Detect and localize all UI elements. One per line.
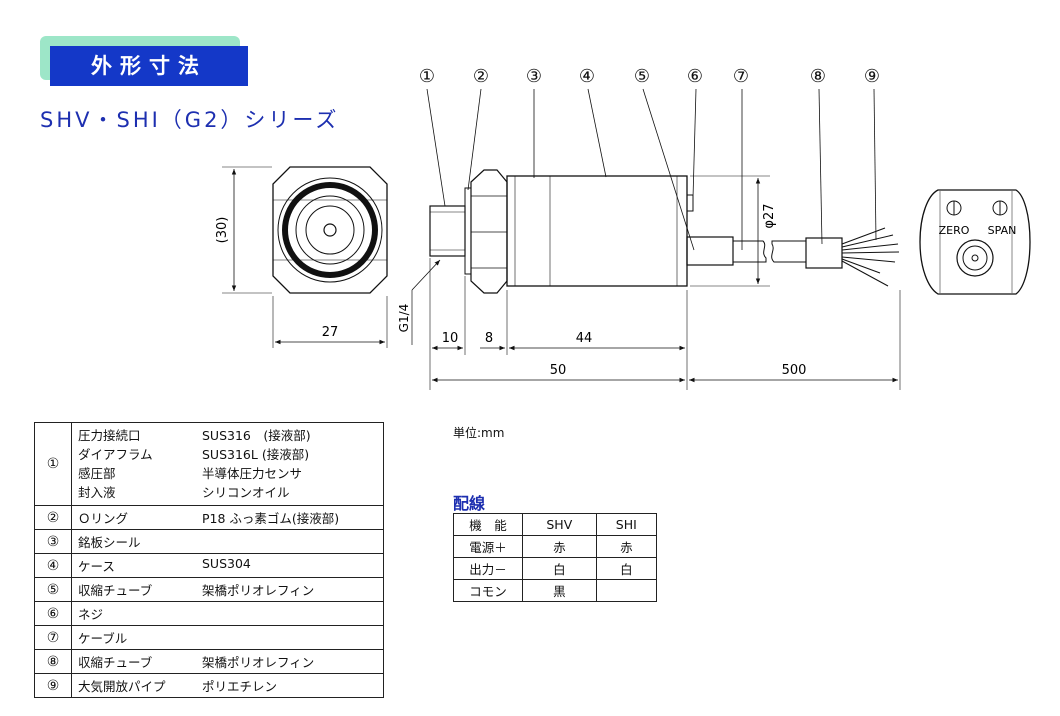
- table-row: ⑦ ケーブル: [34, 625, 384, 650]
- table-cell: コモン: [453, 579, 523, 602]
- wiring-title: 配線: [453, 494, 486, 513]
- dimension-drawing: (30) 27: [215, 66, 1031, 390]
- part-number: ③: [34, 529, 72, 554]
- table-header-row: 機 能 SHV SHI: [453, 513, 658, 536]
- table-row: ④ ケース SUS304: [34, 553, 384, 578]
- part-name: 封入液: [78, 485, 116, 500]
- dim-thread: G1/4: [397, 304, 411, 333]
- table-cell: 赤: [522, 535, 597, 558]
- table-row: コモン 黒: [453, 579, 658, 602]
- callout-1: ①: [419, 66, 435, 87]
- rear-view: [919, 189, 1031, 295]
- part-spec: 半導体圧力センサ: [202, 466, 303, 481]
- part-number: ⑤: [34, 577, 72, 602]
- callout-3: ③: [526, 66, 542, 87]
- callout-9: ⑨: [864, 66, 880, 87]
- zero-label: ZERO: [939, 224, 970, 237]
- part-name: 大気開放パイプ: [78, 679, 166, 694]
- part-number: ⑧: [34, 649, 72, 674]
- callout-4: ④: [579, 66, 595, 87]
- table-row: ② Ｏリング P18 ふっ素ゴム(接液部): [34, 505, 384, 530]
- leader-lines: [426, 88, 877, 251]
- table-cell: 白: [595, 557, 658, 580]
- part-number: ②: [34, 505, 72, 530]
- table-cell: 白: [522, 557, 597, 580]
- column-header: 機 能: [453, 513, 523, 536]
- dim-10: 10: [442, 331, 459, 346]
- table-cell: [595, 579, 658, 602]
- dim-side-width: 27: [322, 325, 339, 340]
- table-row: ③ 銘板シール: [34, 529, 384, 554]
- table-row: ⑧ 収縮チューブ 架橋ポリオレフィン: [34, 649, 384, 674]
- hex-side-view: [272, 166, 388, 294]
- callout-numbers: ① ② ③ ④ ⑤ ⑥ ⑦ ⑧ ⑨: [419, 66, 880, 87]
- part-spec: 架橋ポリオレフィン: [202, 655, 315, 670]
- sensor-front-view: [429, 169, 900, 294]
- part-spec: SUS304: [202, 556, 251, 571]
- callout-8: ⑧: [810, 66, 826, 87]
- table-row: ⑨ 大気開放パイプ ポリエチレン: [34, 673, 384, 698]
- table-cell: 電源＋: [453, 535, 523, 558]
- part-spec: SUS316L (接液部): [202, 447, 310, 462]
- part-number: ⑨: [34, 673, 72, 698]
- table-row: ⑤ 収縮チューブ 架橋ポリオレフィン: [34, 577, 384, 602]
- part-number: ⑥: [34, 601, 72, 626]
- dim-diameter: φ27: [762, 203, 777, 228]
- part-spec: シリコンオイル: [202, 485, 290, 500]
- part-name: 銘板シール: [78, 535, 141, 550]
- callout-5: ⑤: [634, 66, 650, 87]
- part-name: 収縮チューブ: [78, 655, 153, 670]
- column-header: SHI: [595, 513, 658, 536]
- table-cell: 黒: [522, 579, 597, 602]
- callout-7: ⑦: [733, 66, 749, 87]
- part-name: ケーブル: [78, 631, 128, 646]
- part-spec: ポリエチレン: [202, 679, 278, 694]
- table-cell: 出力－: [453, 557, 523, 580]
- heading-block: 外形寸法: [40, 36, 248, 88]
- dim-44: 44: [576, 331, 593, 346]
- table-row: 電源＋ 赤 赤: [453, 535, 658, 558]
- table-row: ① 圧力接続口 SUS316 (接液部) ダイアフラム SUS316L (接液部) …: [34, 422, 384, 506]
- part-number: ①: [34, 422, 72, 506]
- dim-50: 50: [550, 363, 567, 378]
- heading-title: 外形寸法: [50, 46, 248, 86]
- dim-500: 500: [782, 363, 807, 378]
- parts-table: ① 圧力接続口 SUS316 (接液部) ダイアフラム SUS316L (接液部) …: [34, 422, 384, 698]
- part-name: 感圧部: [78, 466, 116, 481]
- part-number: ⑦: [34, 625, 72, 650]
- callout-2: ②: [473, 66, 489, 87]
- part-name: 収縮チューブ: [78, 583, 153, 598]
- table-row: ⑥ ネジ: [34, 601, 384, 626]
- series-title: SHV・SHI（G2）シリーズ: [40, 108, 340, 132]
- unit-label: 単位:mm: [453, 426, 505, 440]
- part-spec: SUS316 (接液部): [202, 428, 311, 443]
- part-name: 圧力接続口: [78, 428, 141, 443]
- part-name: ケース: [78, 559, 115, 574]
- span-label: SPAN: [988, 224, 1017, 237]
- part-name: ネジ: [78, 607, 104, 622]
- part-number: ④: [34, 553, 72, 578]
- part-spec: P18 ふっ素ゴム(接液部): [202, 511, 340, 526]
- part-spec: 架橋ポリオレフィン: [202, 583, 315, 598]
- dim-side-height: (30): [215, 217, 230, 244]
- part-detail-cell: 圧力接続口 SUS316 (接液部) ダイアフラム SUS316L (接液部) 感圧…: [71, 422, 384, 506]
- part-name: Ｏリング: [78, 511, 129, 526]
- callout-6: ⑥: [687, 66, 703, 87]
- column-header: SHV: [522, 513, 597, 536]
- wiring-table: 機 能 SHV SHI 電源＋ 赤 赤 出力－ 白 白 コモン 黒: [453, 513, 658, 602]
- table-cell: 赤: [595, 535, 658, 558]
- dim-8: 8: [485, 331, 493, 346]
- table-row: 出力－ 白 白: [453, 557, 658, 580]
- part-name: ダイアフラム: [78, 447, 153, 462]
